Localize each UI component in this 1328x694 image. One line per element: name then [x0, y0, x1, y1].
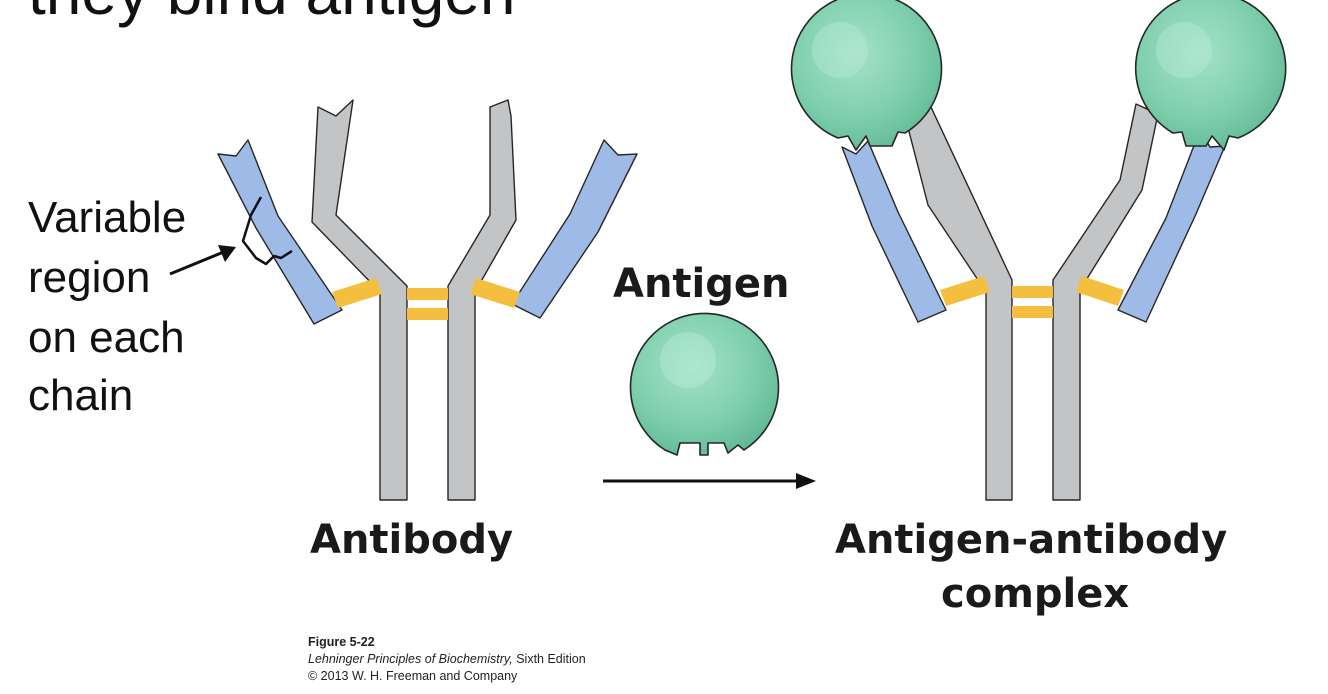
variable-region-label-line-3: on each — [28, 313, 185, 362]
antibody-light-chain-right — [511, 139, 638, 319]
variable-region-label-line-1: Variable — [28, 193, 187, 242]
complex-bound-antigen-left-highlight — [812, 22, 868, 78]
reaction-arrow — [603, 473, 816, 489]
complex-disulfide-bond-light-left — [940, 276, 990, 306]
complex-bound-antigen-left — [790, 0, 943, 151]
complex-bound-antigen-right-highlight — [1156, 22, 1212, 78]
complex-heavy-chain-left — [904, 104, 1013, 501]
antibody-disulfide-bond-light-right — [470, 278, 520, 308]
antigen-highlight — [660, 332, 716, 388]
caption-copyright: © 2013 W. H. Freeman and Company — [308, 669, 518, 683]
complex-label-line-2: complex — [941, 571, 1130, 617]
variable-region-bracket — [241, 196, 293, 266]
antibody-disulfide-bond-heavy-upper — [407, 288, 448, 300]
antigen-sphere — [629, 312, 780, 456]
variable-region-pointer — [169, 196, 293, 276]
free-antigen — [629, 312, 780, 456]
slide-heading: they bind antigen — [28, 0, 516, 30]
complex-disulfide-bond-heavy-upper — [1012, 286, 1053, 298]
caption-figure-number: Figure 5-22 — [308, 635, 375, 649]
caption-edition: Sixth Edition — [512, 652, 586, 666]
complex-light-chain-left — [841, 140, 947, 323]
variable-region-label-line-2: region — [28, 253, 151, 302]
caption-book-title: Lehninger Principles of Biochemistry, — [308, 652, 513, 666]
antibody-heavy-chain-left — [311, 99, 408, 501]
antibody-disulfide-bond-heavy-lower — [407, 308, 448, 320]
caption-source-line: Lehninger Principles of Biochemistry, Si… — [308, 651, 586, 668]
variable-region-label-line-4: chain — [28, 371, 134, 420]
complex-bound-antigen-right — [1134, 0, 1287, 151]
complex-label-line-1: Antigen-antibody — [835, 517, 1228, 563]
variable-region-arrow-shaft — [169, 249, 227, 276]
antibody-heavy-chain-right — [447, 99, 517, 501]
antibody-disulfide-bond-light-left — [332, 278, 382, 308]
free-antibody — [217, 99, 638, 501]
antigen-antibody-complex — [790, 0, 1287, 501]
figure-caption: Figure 5-22 Lehninger Principles of Bioc… — [308, 634, 586, 685]
variable-region-arrow-head — [218, 245, 236, 262]
antigen-label: Antigen — [613, 261, 790, 307]
complex-disulfide-bond-light-right — [1076, 276, 1124, 306]
reaction-arrow-head — [796, 473, 816, 489]
complex-light-chain-right — [1117, 129, 1226, 323]
complex-disulfide-bond-heavy-lower — [1012, 306, 1053, 318]
antibody-label: Antibody — [310, 517, 514, 563]
complex-heavy-chain-right — [1052, 103, 1159, 501]
antibody-light-chain-left — [217, 139, 343, 325]
